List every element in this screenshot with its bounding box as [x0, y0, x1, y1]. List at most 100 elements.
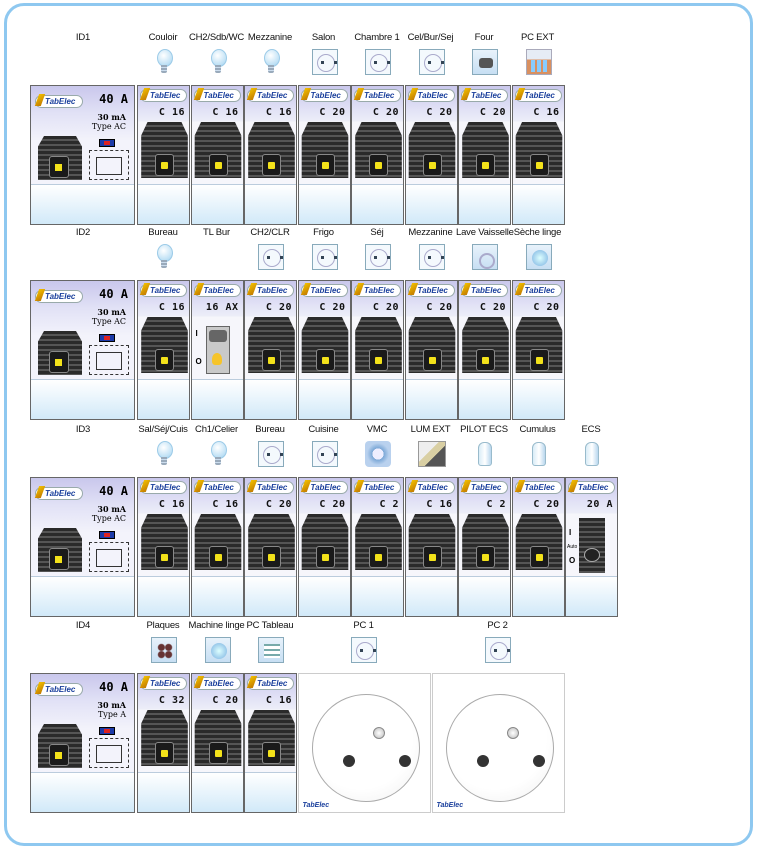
breaker-lever[interactable] [315, 349, 335, 371]
socket-body: TabElec [297, 673, 431, 813]
test-button[interactable] [99, 139, 115, 147]
breaker-lever[interactable] [369, 349, 388, 371]
circuit-label: Couloir [148, 32, 178, 43]
breaker-rating: C 16 [265, 107, 292, 118]
breaker-lever[interactable] [422, 546, 442, 568]
breaker-lever[interactable] [476, 154, 495, 176]
power-socket[interactable]: TabElec [297, 673, 431, 813]
test-button[interactable] [99, 727, 115, 735]
socket-face [445, 694, 554, 802]
label-area [459, 184, 510, 224]
test-button[interactable] [99, 334, 115, 342]
breaker-lever[interactable] [369, 154, 388, 176]
breaker-lever[interactable] [155, 742, 174, 764]
breaker-lever[interactable] [208, 546, 228, 568]
circuit-icon [257, 439, 285, 469]
circuit-label: Bureau [148, 227, 178, 238]
breaker-lever[interactable] [529, 349, 549, 371]
light-bulb-icon [210, 49, 227, 75]
breaker-lever[interactable] [529, 546, 549, 568]
mode-switch[interactable] [579, 518, 605, 573]
label-area [245, 379, 296, 419]
circuit-label: Bureau [255, 424, 285, 435]
label-area [352, 379, 403, 419]
circuit-icon [471, 242, 499, 272]
breaker-lever[interactable] [155, 349, 174, 371]
water-heater-icon [478, 442, 492, 466]
breaker-lever[interactable] [315, 154, 335, 176]
breaker-lever[interactable] [155, 546, 174, 568]
circuit-label: Mezzanine [247, 32, 293, 43]
breaker-lever[interactable] [208, 154, 228, 176]
breaker-lever[interactable] [49, 156, 69, 178]
label-area [138, 184, 189, 224]
row-id-label: ID2 [75, 227, 91, 238]
breaker-lever[interactable] [208, 742, 228, 764]
breaker-lever[interactable] [315, 546, 335, 568]
breaker-lever[interactable] [476, 349, 495, 371]
breaker-lever[interactable] [49, 351, 69, 373]
test-button[interactable] [99, 531, 115, 539]
circuit-label: TL Bur [203, 227, 230, 238]
label-area [245, 184, 296, 224]
breaker-lever[interactable] [155, 154, 174, 176]
breaker-lever[interactable] [422, 154, 442, 176]
wiring-diagram-icon [89, 738, 129, 768]
breaker-lever[interactable] [262, 349, 281, 371]
breaker-lever[interactable] [49, 548, 69, 570]
brand-logo: TabElec [461, 481, 508, 494]
circuit-label: Ch1/Celier [195, 424, 238, 435]
brand-logo: TabElec [300, 481, 348, 494]
teleruptor-switch[interactable] [205, 326, 230, 374]
breaker-lever[interactable] [529, 154, 549, 176]
breaker-lever[interactable] [369, 546, 388, 568]
breaker-lever[interactable] [262, 154, 281, 176]
breaker-lever[interactable] [49, 744, 69, 766]
breaker-lever[interactable] [476, 546, 495, 568]
socket-icon [311, 244, 338, 270]
power-socket[interactable]: TabElec [431, 673, 565, 813]
breaker-lever[interactable] [422, 349, 442, 371]
label-area [352, 184, 403, 224]
breaker-lever[interactable] [262, 546, 281, 568]
circuit-label: CH2/Sdb/WC [188, 32, 244, 43]
breaker-lever[interactable] [262, 742, 281, 764]
socket-icon [311, 49, 338, 75]
